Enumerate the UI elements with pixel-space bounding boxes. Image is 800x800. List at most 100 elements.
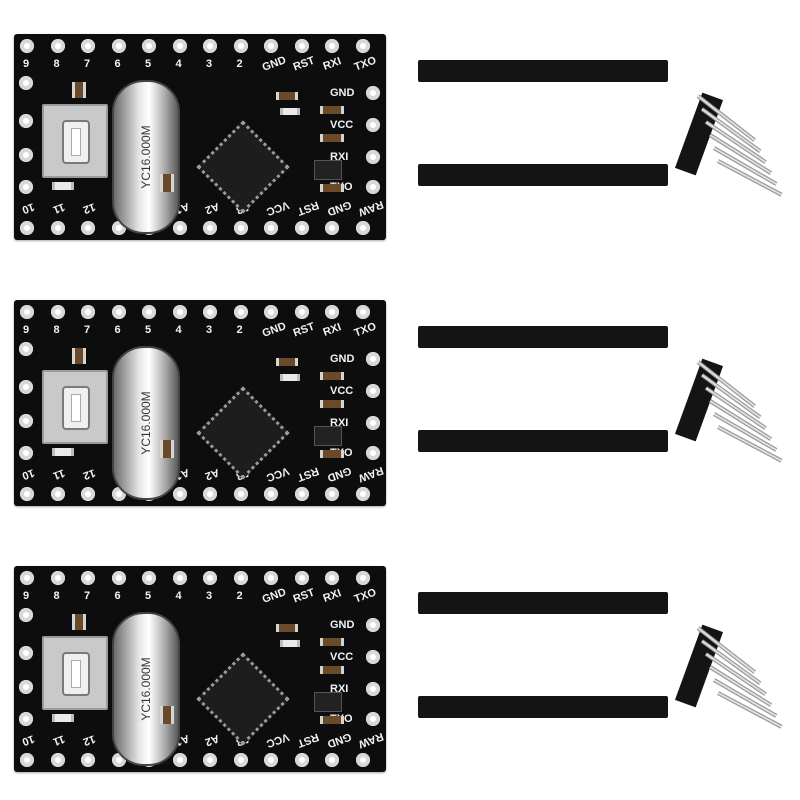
header-pin	[549, 36, 554, 132]
header-pin	[427, 568, 431, 664]
header-pin	[569, 36, 574, 132]
pin-pad	[366, 118, 380, 132]
pin-pad	[355, 305, 370, 319]
pin-pad	[325, 571, 339, 585]
pin-pad	[325, 753, 339, 767]
smd-component	[280, 374, 300, 381]
pin-label: 3	[206, 324, 213, 336]
pin-pad	[203, 487, 217, 501]
pin-pad	[142, 39, 156, 53]
smd-component	[276, 358, 298, 366]
smd-component	[320, 134, 344, 142]
pin-pad	[50, 305, 65, 319]
header-pin	[610, 568, 615, 664]
angled-header-pin	[717, 425, 783, 463]
pin-label: GND	[325, 730, 353, 750]
pin-pad	[233, 305, 248, 319]
pin-pad	[172, 753, 187, 767]
pin-label: RST	[291, 54, 316, 74]
header-pin	[631, 672, 635, 768]
header-pin	[467, 302, 472, 398]
crystal-oscillator: YC16.000M	[112, 346, 180, 500]
header-pin	[508, 568, 513, 664]
header-pin	[467, 568, 472, 664]
pin-label: A2	[203, 731, 221, 749]
crystal-oscillator: YC16.000M	[112, 612, 180, 766]
pin-pad	[81, 487, 95, 501]
header-pin	[447, 568, 452, 664]
pin-label: RXI	[321, 321, 343, 339]
pin-label: RAW	[356, 729, 385, 751]
pin-label: 9	[23, 590, 30, 602]
pin-pad	[203, 753, 217, 767]
smd-component	[320, 372, 344, 380]
pin-label: RST	[295, 730, 320, 750]
pin-pad	[264, 487, 278, 501]
header-pin	[569, 302, 574, 398]
header-pin	[549, 140, 554, 236]
pin-pad	[264, 753, 278, 767]
pin-pad	[19, 680, 33, 694]
pin-pad	[294, 221, 309, 235]
reset-button-cap	[62, 386, 90, 430]
kit-3: 98765432GNDRSTRXITXO10111213A0A1A2A3VCCR…	[0, 532, 800, 796]
header-pin	[488, 406, 493, 502]
pin-label: 3	[206, 58, 213, 70]
pin-pad	[355, 221, 370, 235]
pin-pad	[366, 352, 380, 366]
pin-pad	[20, 571, 34, 585]
pin-pad	[50, 487, 65, 501]
pin-pad	[172, 305, 187, 319]
header-pin	[631, 406, 635, 502]
voltage-regulator	[314, 692, 342, 712]
pin-pad	[142, 571, 156, 585]
crystal-label: YC16.000M	[139, 125, 153, 189]
pin-pad	[366, 446, 380, 460]
pin-pad	[366, 384, 380, 398]
side-pin-label: GND	[330, 353, 355, 365]
microcontroller-chip	[196, 120, 290, 214]
pin-label: VCC	[264, 198, 291, 218]
pin-pad	[19, 76, 33, 90]
header-pin	[488, 302, 493, 398]
pin-pad	[366, 712, 380, 726]
header-pin	[447, 302, 452, 398]
straight-pin-header	[418, 36, 668, 136]
pin-label: GND	[325, 198, 353, 218]
kit-2: 98765432GNDRSTRXITXO10111213A0A1A2A3VCCR…	[0, 266, 800, 530]
pin-pad	[50, 39, 65, 53]
pin-label: 10	[20, 466, 36, 482]
pin-pad	[264, 571, 278, 585]
header-pin	[549, 568, 554, 664]
pin-pad	[355, 571, 370, 585]
header-plastic-strip	[418, 592, 668, 614]
header-plastic-strip	[418, 430, 668, 452]
pin-pad	[325, 305, 339, 319]
header-pin	[427, 406, 431, 502]
pin-label: 6	[114, 590, 121, 602]
pin-pad	[366, 618, 380, 632]
header-pin	[651, 302, 656, 398]
pin-pad	[19, 114, 33, 128]
header-pin	[467, 36, 472, 132]
smd-component	[276, 92, 298, 100]
angled-header-plastic	[674, 624, 724, 708]
pin-pad	[19, 608, 33, 622]
header-pin	[549, 302, 554, 398]
pin-pad	[172, 571, 187, 585]
header-pin	[467, 406, 472, 502]
side-pin-label: GND	[330, 619, 355, 631]
pin-pad	[366, 416, 380, 430]
straight-pin-header	[418, 302, 668, 402]
microcontroller-chip	[196, 652, 290, 746]
reset-button	[42, 104, 108, 178]
header-pin	[631, 36, 635, 132]
pin-pad	[233, 753, 248, 767]
header-pin	[488, 36, 493, 132]
pin-pad	[111, 305, 126, 319]
pin-label: 4	[175, 590, 182, 602]
pin-label: 2	[236, 590, 243, 602]
pin-pad	[172, 487, 187, 501]
pin-label: A2	[203, 199, 221, 217]
header-pin	[529, 140, 533, 236]
